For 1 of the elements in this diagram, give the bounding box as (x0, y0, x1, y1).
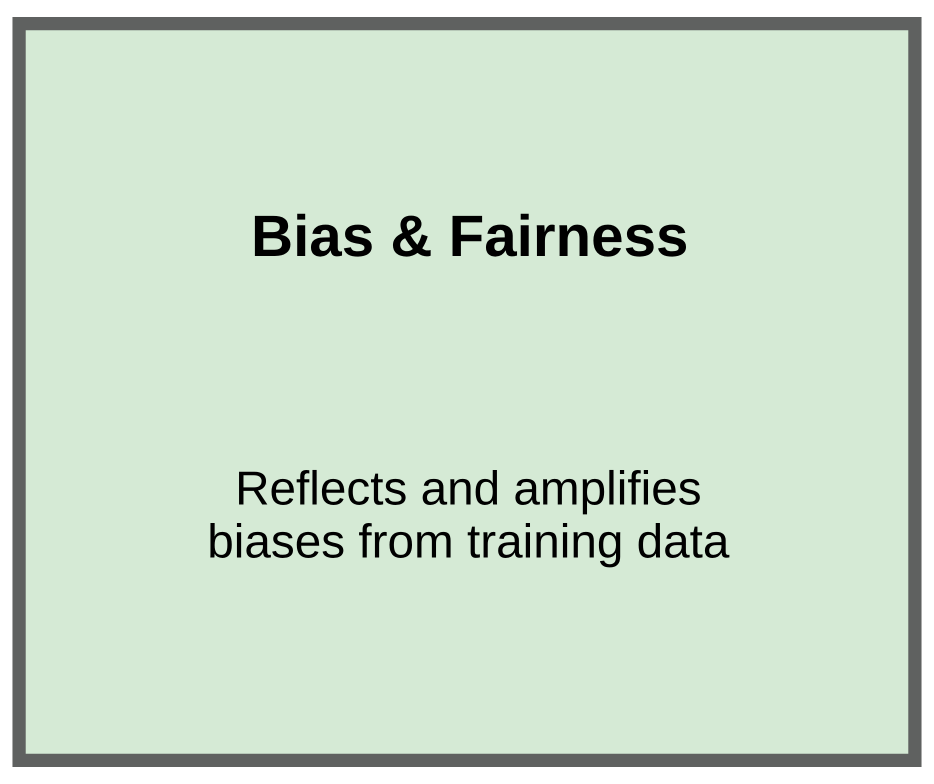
node-box: Bias & Fairness Reflects and amplifies biases from training data (12, 16, 922, 768)
